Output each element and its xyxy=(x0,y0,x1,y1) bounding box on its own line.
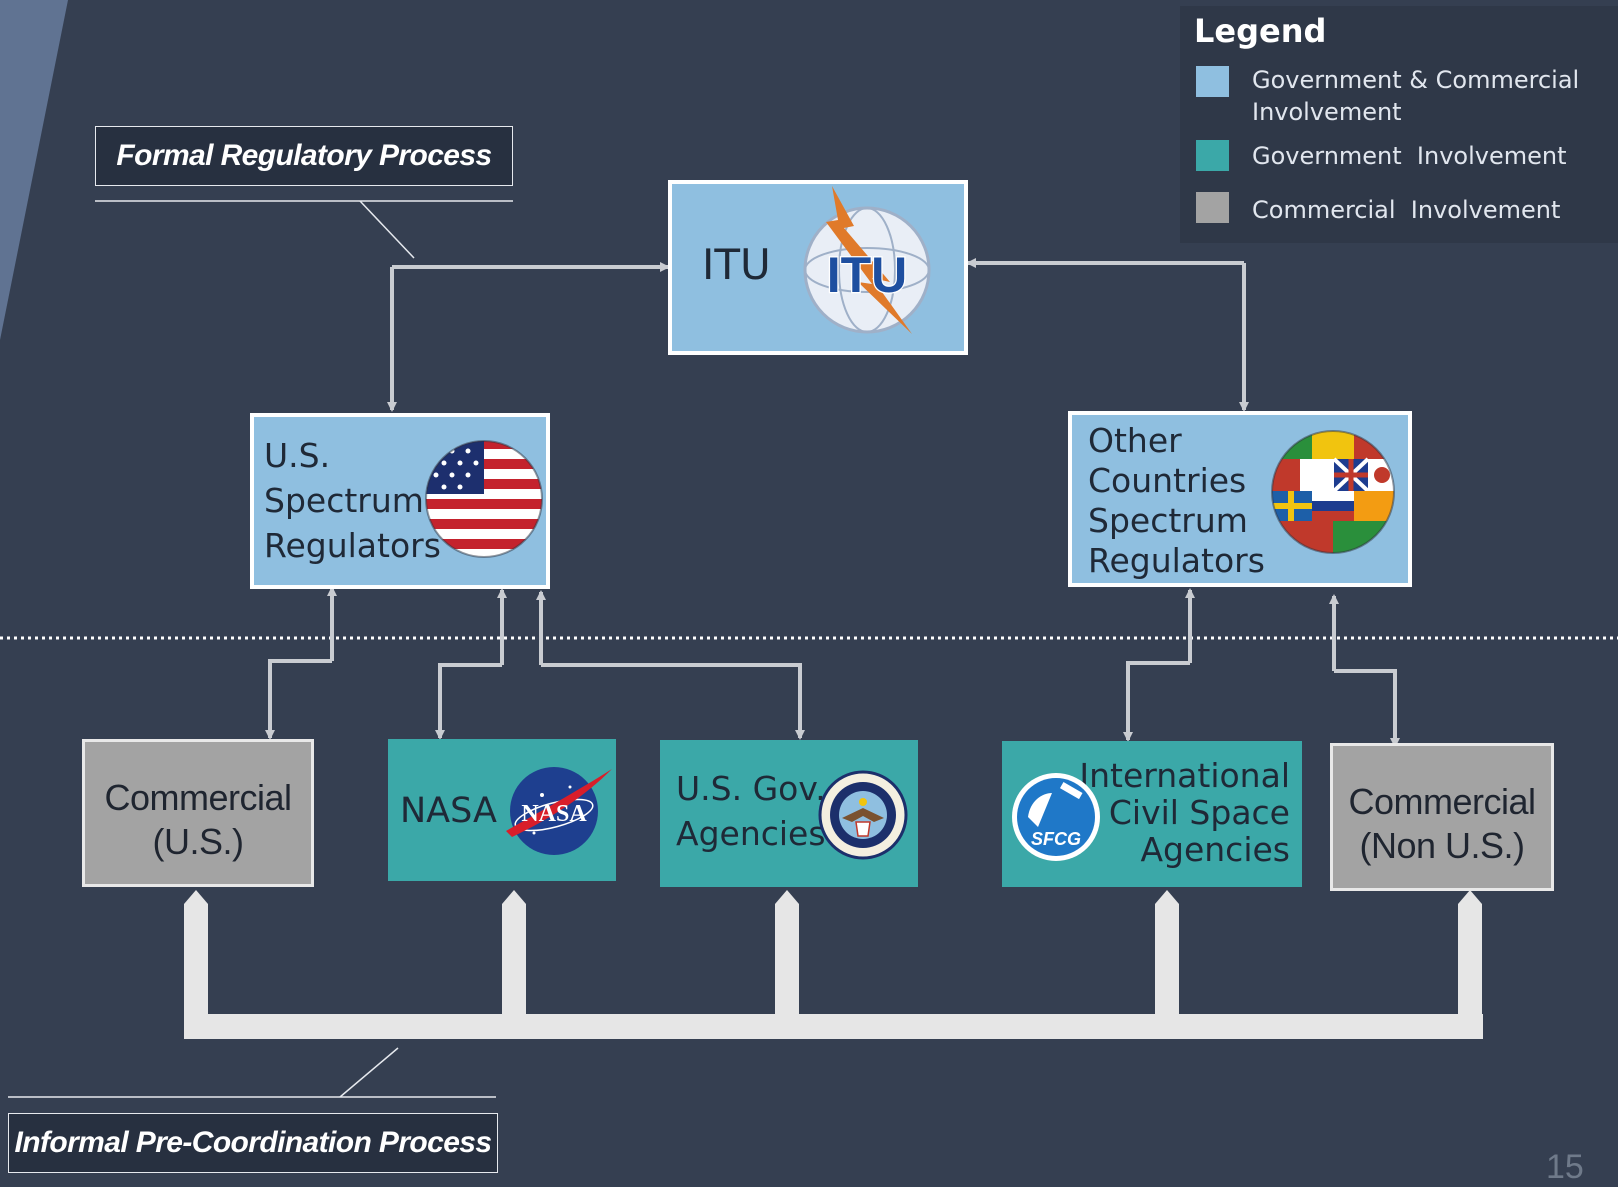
us-gov-agencies-node: U.S. Gov. Agencies xyxy=(660,740,918,887)
sfcg-logo-icon: SFCG xyxy=(1012,773,1100,861)
commercial-non-us-label: Commercial (Non U.S.) xyxy=(1333,780,1551,868)
itu-logo-text: ITU xyxy=(827,247,908,303)
us-regulators-line: U.S. xyxy=(264,436,331,475)
us-regulators-line: Regulators xyxy=(264,526,441,565)
intl-civil-agencies-label: International Civil Space Agencies xyxy=(1079,757,1290,868)
legend-label-government: Government Involvement xyxy=(1252,142,1567,170)
legend-title: Legend xyxy=(1194,12,1327,50)
informal-process-callout: Informal Pre-Coordination Process xyxy=(8,1113,498,1173)
commercial-us-label: Commercial (U.S.) xyxy=(85,776,311,864)
other-regulators-node: Other Countries Spectrum Regulators xyxy=(1068,411,1412,587)
arrow-usgov-down xyxy=(541,663,805,740)
arrow-commercial-nonus-down xyxy=(1334,669,1400,748)
intl-civil-agencies-node: International Civil Space Agencies SFCG xyxy=(1002,741,1302,887)
commercial-us-node: Commercial (U.S.) xyxy=(82,739,314,887)
us-flag-globe-icon xyxy=(425,440,543,558)
intl-civil-line: Civil Space xyxy=(1108,793,1290,832)
dod-seal-icon xyxy=(818,770,908,860)
legend: Legend Government & Commercial Involveme… xyxy=(1180,6,1618,243)
nasa-node: NASA NASA xyxy=(388,739,616,881)
commercial-us-line: (U.S.) xyxy=(152,821,245,862)
other-regulators-line: Countries xyxy=(1088,461,1247,500)
arrow-intl-down xyxy=(1123,661,1190,742)
legend-swatch-gov-commercial xyxy=(1196,66,1229,97)
arrow-nasa-down xyxy=(435,663,502,740)
formal-leader xyxy=(359,200,415,259)
commercial-non-us-line: (Non U.S.) xyxy=(1359,825,1525,866)
commercial-non-us-node: Commercial (Non U.S.) xyxy=(1330,743,1554,891)
us-gov-line: U.S. Gov. xyxy=(676,769,826,808)
legend-label-gov-commercial: Government & Commercial Involvement xyxy=(1252,66,1580,126)
decorative-dots xyxy=(90,10,850,12)
legend-swatch-commercial xyxy=(1196,192,1229,223)
other-regulators-line: Other xyxy=(1088,421,1182,460)
itu-label: ITU xyxy=(702,240,771,289)
other-regulators-line: Regulators xyxy=(1088,541,1265,580)
informal-leader xyxy=(339,1047,399,1098)
commercial-non-us-line: Commercial xyxy=(1348,781,1536,822)
other-regulators-line: Spectrum xyxy=(1088,501,1248,540)
us-regulators-node: U.S. Spectrum Regulators xyxy=(250,413,550,589)
legend-label-commercial: Commercial Involvement xyxy=(1252,196,1561,224)
formal-process-label: Formal Regulatory Process xyxy=(116,139,492,172)
other-regulators-label: Other Countries Spectrum Regulators xyxy=(1088,421,1265,581)
coordination-bus xyxy=(184,890,1483,1039)
intl-civil-line: Agencies xyxy=(1140,830,1290,869)
itu-node: ITU ITU xyxy=(668,180,968,355)
us-regulators-line: Spectrum xyxy=(264,481,424,520)
page-number: 15 xyxy=(1546,1148,1584,1186)
us-gov-line: Agencies xyxy=(676,814,826,853)
decorative-band xyxy=(0,0,68,340)
nasa-label: NASA xyxy=(400,791,497,831)
sfcg-logo-text: SFCG xyxy=(1031,829,1081,849)
intl-civil-line: International xyxy=(1079,756,1290,795)
informal-process-label: Informal Pre-Coordination Process xyxy=(14,1126,493,1159)
us-gov-agencies-label: U.S. Gov. Agencies xyxy=(676,766,826,856)
nasa-logo-text: NASA xyxy=(521,801,587,827)
world-flags-globe-icon xyxy=(1271,430,1395,554)
nasa-logo-icon: NASA xyxy=(506,767,612,855)
itu-logo-icon: ITU xyxy=(803,186,931,334)
legend-swatch-government xyxy=(1196,140,1229,171)
arrow-commercial-us-down xyxy=(265,659,332,740)
commercial-us-line: Commercial xyxy=(104,777,292,818)
us-regulators-label: U.S. Spectrum Regulators xyxy=(264,433,441,568)
formal-process-callout: Formal Regulatory Process xyxy=(95,126,513,186)
